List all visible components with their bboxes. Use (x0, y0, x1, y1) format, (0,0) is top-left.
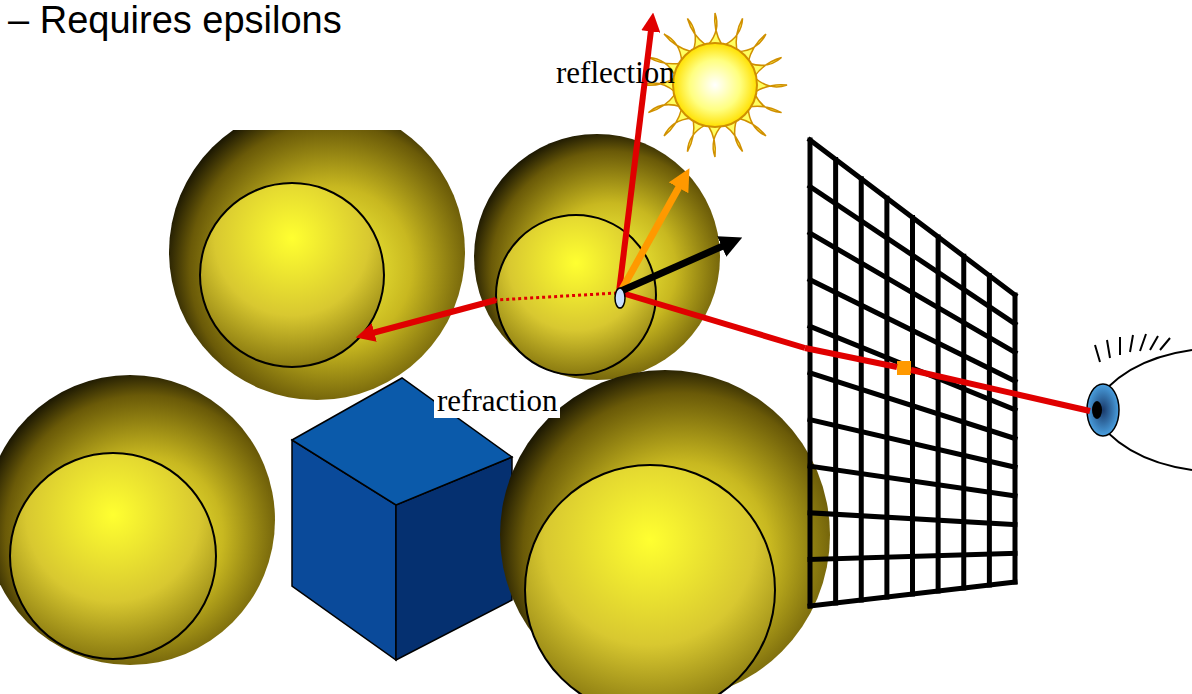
sphere (474, 134, 720, 380)
sun-ray (708, 13, 722, 45)
sphere (500, 370, 830, 694)
grid-line (810, 140, 1015, 295)
grid-line (810, 420, 1015, 468)
grid-line (810, 553, 1015, 559)
grid-line (810, 466, 1015, 496)
sun-ray (708, 125, 722, 157)
eye (1087, 334, 1192, 470)
grid-line (810, 513, 1015, 525)
pixel (897, 361, 911, 375)
rays (365, 22, 1090, 411)
sphere (0, 375, 275, 665)
sun-ray (755, 78, 787, 92)
grid-line (810, 582, 1015, 606)
ray-label: reflection (556, 56, 675, 90)
ray-label: refraction (434, 384, 560, 418)
cube (292, 378, 512, 660)
bullet-note: – Requires epsilons (8, 0, 342, 42)
grid-line (810, 187, 1015, 324)
sphere (169, 130, 465, 400)
